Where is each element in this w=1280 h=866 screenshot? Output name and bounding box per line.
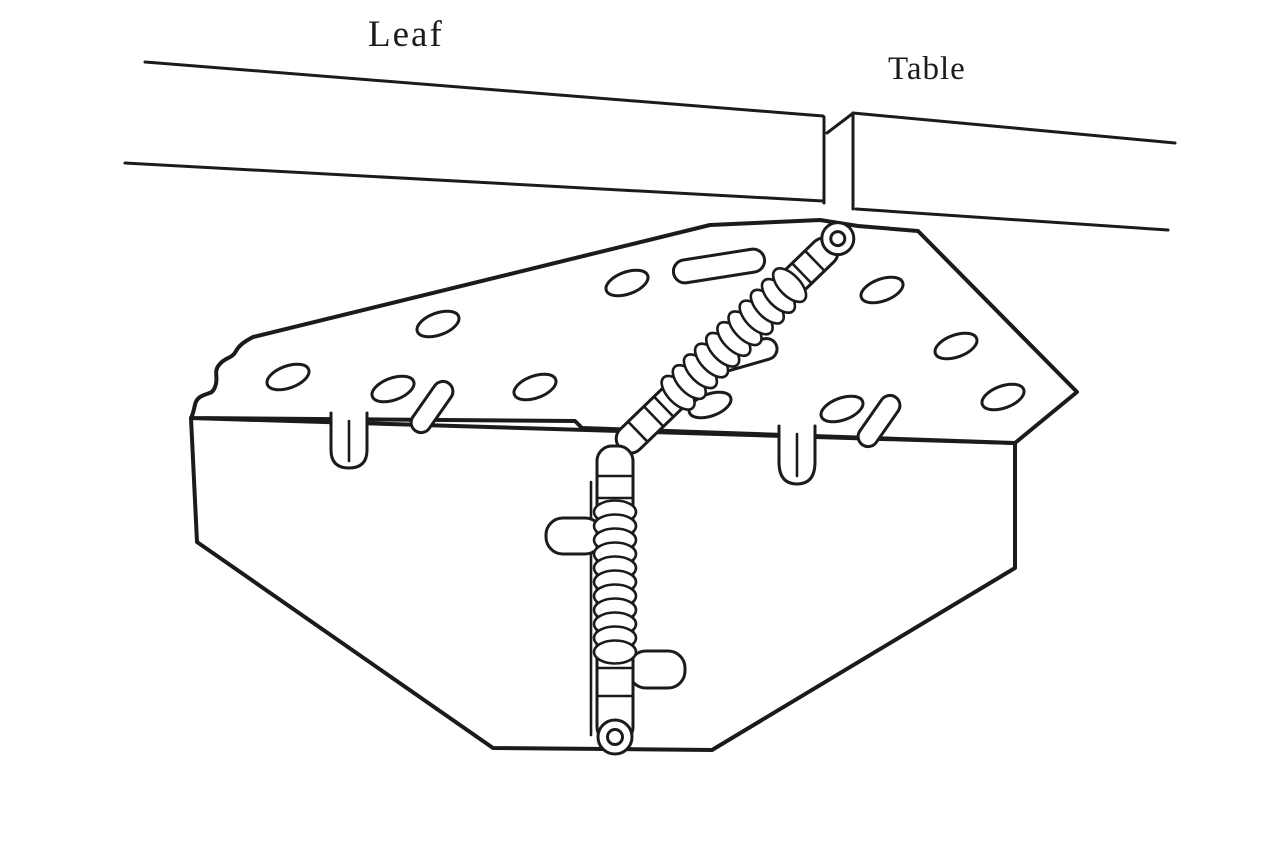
coil-ring: [592, 639, 638, 665]
angled-tab-shape: [409, 379, 455, 435]
leaf-top-edge: [143, 60, 825, 118]
table-label: Table: [888, 51, 966, 87]
down-tab: [777, 424, 817, 486]
screw-hole: [604, 268, 650, 298]
slot: [671, 247, 767, 285]
down-tab: [329, 411, 369, 470]
table-board: [825, 111, 1177, 232]
screw-hole: [265, 362, 311, 392]
hinge-knuckle-pin-hole: [829, 230, 847, 248]
angled-tab: [409, 379, 455, 435]
spring-coil: [592, 499, 638, 665]
fold-line-tabs: [329, 379, 902, 486]
spring-coil: [660, 267, 808, 411]
leaf-board: [123, 60, 826, 205]
slot-shape: [671, 247, 767, 285]
barrel-segment-line: [790, 261, 813, 285]
angled-tab-shape: [856, 393, 902, 449]
screw-hole: [980, 382, 1026, 412]
leaf-bottom-edge: [123, 161, 825, 203]
angled-tab: [856, 393, 902, 449]
screw-hole: [933, 331, 979, 361]
vertical-spring-barrel: [592, 444, 638, 756]
screw-hole: [415, 309, 461, 339]
coil-ring: [771, 267, 808, 304]
leaf-label: Leaf: [368, 14, 444, 55]
table-corner-edge: [825, 112, 854, 135]
table-bottom-edge: [854, 207, 1170, 232]
spring-side-tab-right: [627, 649, 687, 690]
barrel-segment-line: [642, 405, 665, 428]
diagonal-spring-barrel: [614, 221, 856, 455]
table-top-edge: [851, 111, 1177, 145]
barrel-segment-line: [652, 395, 675, 419]
screw-hole: [512, 372, 558, 402]
barrel-segment-line: [803, 249, 826, 273]
barrel-segment-line: [626, 420, 649, 444]
screw-hole: [370, 374, 416, 404]
hinge-knuckle-pin-hole: [606, 728, 624, 746]
screw-hole: [859, 275, 905, 305]
screw-hole: [819, 394, 865, 424]
